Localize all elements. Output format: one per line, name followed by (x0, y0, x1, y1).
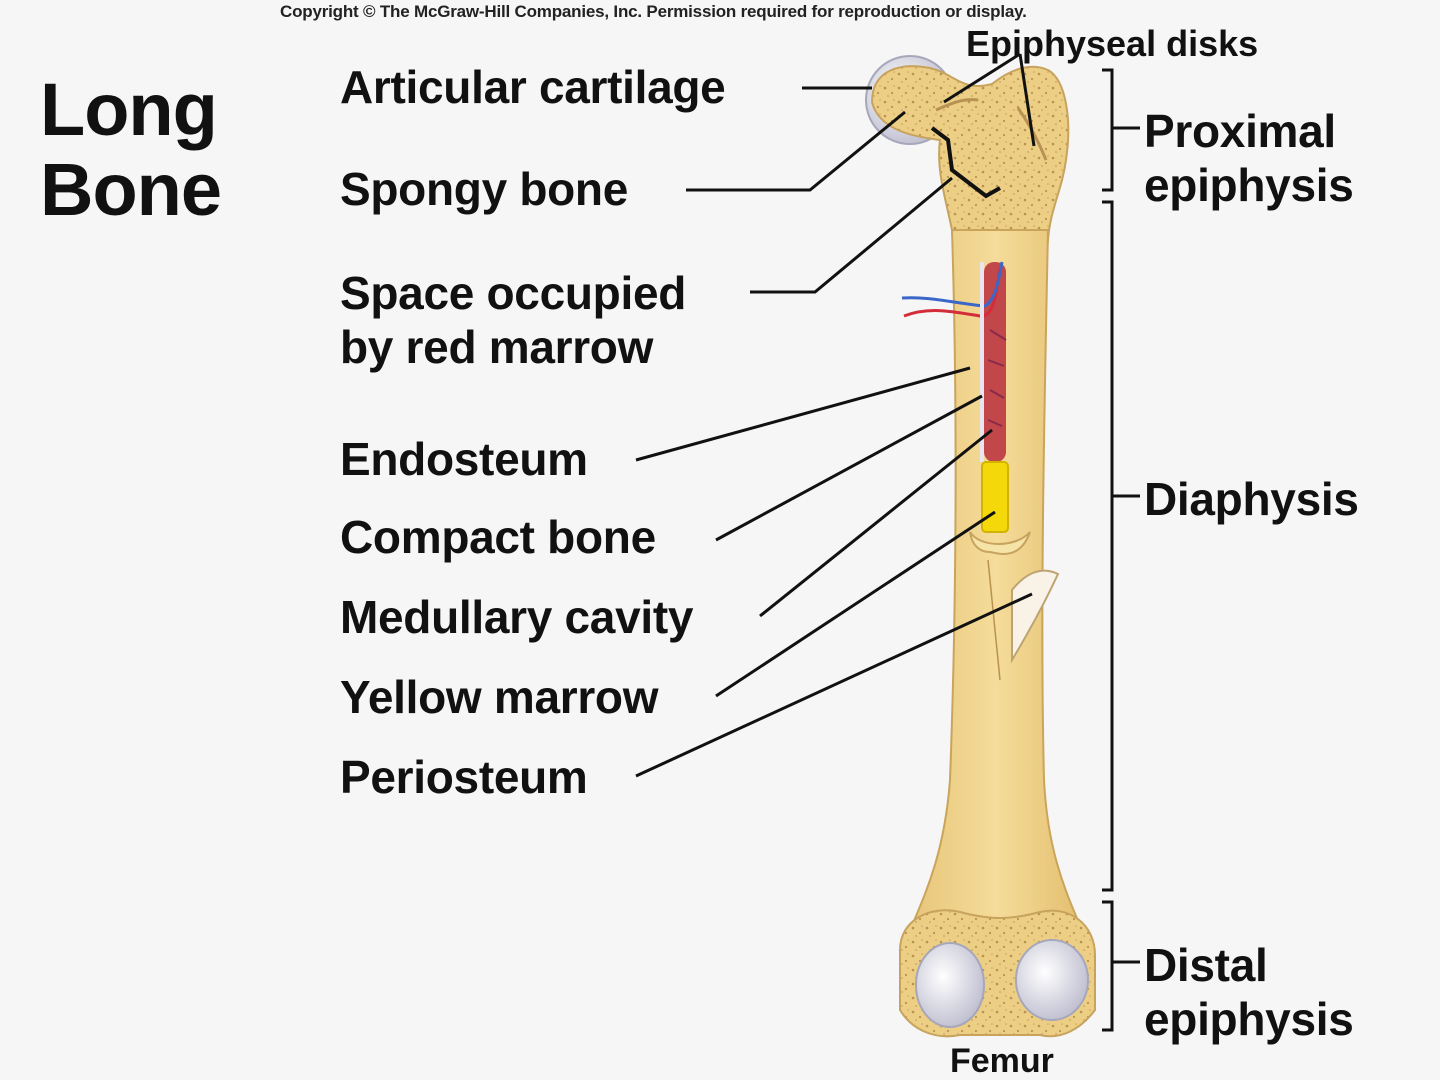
femur-bone (865, 55, 1096, 1038)
epiphyseal-disk-upper (935, 98, 979, 112)
label-proximal-line-2: epiphysis (1144, 159, 1354, 211)
leader-red-marrow (750, 176, 953, 294)
leader-spongy-bone (686, 110, 906, 192)
label-diaphysis: Diaphysis (1144, 473, 1359, 525)
label-spongy-bone: Spongy bone (340, 163, 629, 215)
blood-vessel-blue (901, 261, 1004, 308)
label-compact-bone: Compact bone (340, 511, 656, 563)
label-femur: Femur (950, 1042, 1054, 1080)
label-proximal-epiphysis: Proximal epiphysis (1144, 104, 1424, 212)
periosteum-flap (1011, 569, 1060, 664)
label-endosteum: Endosteum (340, 433, 588, 485)
endosteum-strip (980, 262, 984, 462)
label-epiphyseal-disks: Epiphyseal disks (966, 23, 1259, 64)
label-distal-line-1: Distal (1144, 939, 1268, 991)
label-proximal-line-1: Proximal (1144, 105, 1336, 157)
spongy-bone-bracket (930, 126, 1001, 199)
leader-yellow-marrow (715, 510, 996, 698)
label-red-marrow-space: Space occupied by red marrow (340, 266, 770, 374)
condyle-cartilage-left (915, 942, 985, 1028)
diagram-title: Long Bone (40, 70, 280, 230)
compact-bone-cut-ring (969, 531, 1031, 555)
bracket-proximal-epiphysis (1102, 68, 1140, 192)
label-distal-epiphysis: Distal epiphysis (1144, 938, 1424, 1046)
epiphyseal-disk-lower (1016, 107, 1048, 161)
leader-epiphyseal-disk-b (1018, 53, 1036, 147)
title-line-2: Bone (40, 148, 222, 231)
label-red-marrow-line-2: by red marrow (340, 321, 654, 373)
condyle-cartilage-right (1015, 939, 1089, 1021)
bracket-distal-epiphysis (1102, 900, 1140, 1032)
leader-lines (635, 52, 1036, 778)
title-line-1: Long (40, 68, 218, 151)
bracket-diaphysis (1102, 200, 1140, 892)
label-medullary-cavity: Medullary cavity (340, 591, 694, 643)
label-articular-cartilage: Articular cartilage (340, 61, 726, 113)
leader-epiphyseal-disk-a (943, 52, 1021, 104)
vessel-branches (987, 329, 1007, 427)
region-brackets (1102, 68, 1140, 1032)
label-yellow-marrow: Yellow marrow (340, 671, 659, 723)
yellow-marrow-core (981, 461, 1009, 533)
leader-compact-bone (715, 394, 983, 542)
copyright-notice: Copyright © The McGraw-Hill Companies, I… (280, 2, 1027, 21)
leader-endosteum (635, 366, 971, 462)
leader-periosteum (635, 592, 1033, 778)
label-red-marrow-line-1: Space occupied (340, 267, 687, 319)
leader-medullary-cavity (759, 428, 993, 618)
label-periosteum: Periosteum (340, 751, 588, 803)
shaft-inner-groove (987, 559, 1001, 681)
label-distal-line-2: epiphysis (1144, 993, 1354, 1045)
